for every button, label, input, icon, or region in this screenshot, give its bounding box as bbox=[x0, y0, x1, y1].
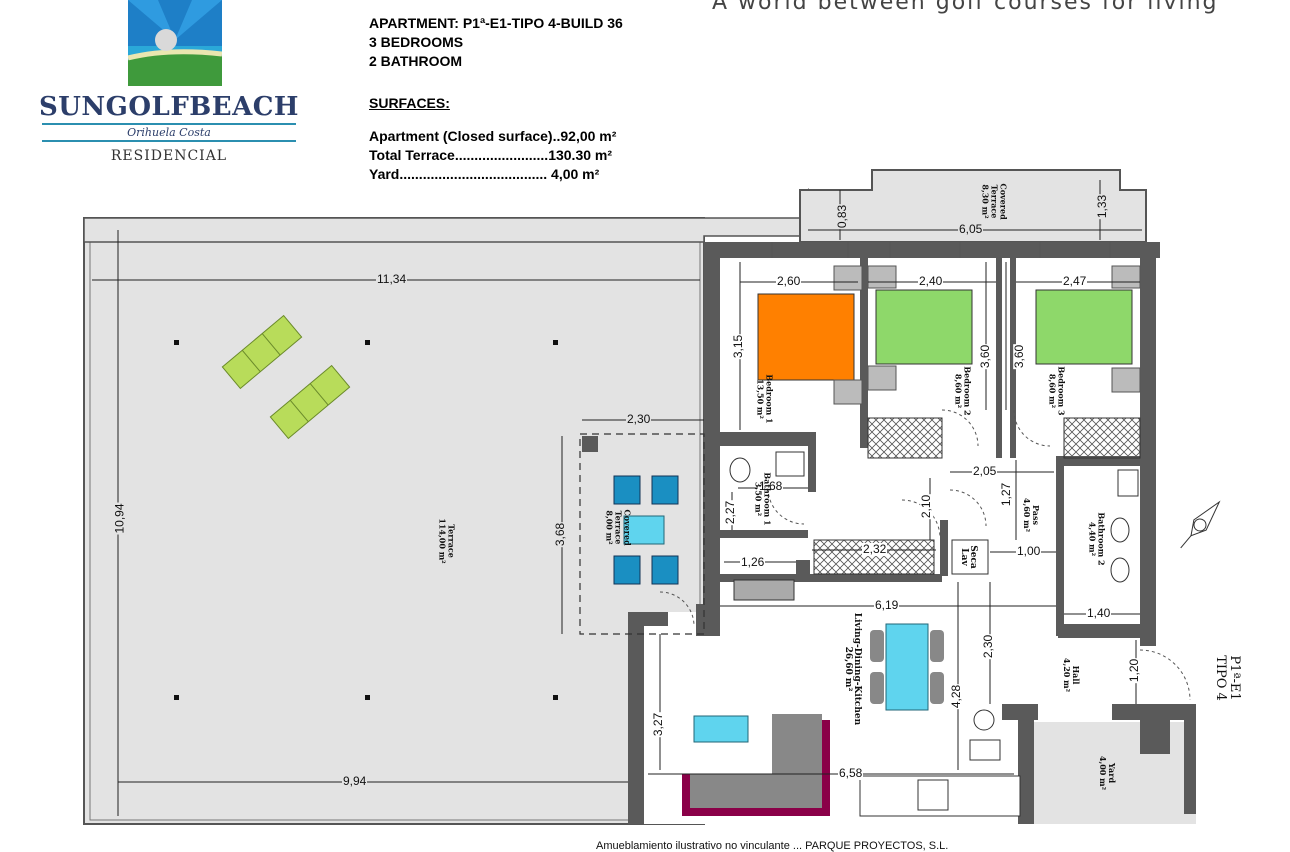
dim-entry-width: 1,20 bbox=[1127, 657, 1142, 684]
dim-b3-height: 3,60 bbox=[1012, 343, 1027, 370]
surface-apartment: Apartment (Closed surface)..92,00 m² bbox=[369, 128, 617, 144]
dim-terrace-width: 11,34 bbox=[376, 272, 408, 286]
brand-block: SUNGOLFBEACH Orihuela Costa RESIDENCIAL bbox=[38, 92, 300, 164]
dim-living-vertical: 4,28 bbox=[949, 683, 964, 710]
tagline: A world between golf courses for living bbox=[712, 0, 1219, 15]
dim-terrace-height: 10,94 bbox=[112, 502, 127, 535]
dim-bath1-height: 2,27 bbox=[723, 499, 738, 526]
dim-covered-width: 2,30 bbox=[626, 412, 652, 426]
dim-b2-width: 2,40 bbox=[918, 274, 944, 288]
dim-top-terrace-width: 6,05 bbox=[958, 222, 984, 236]
surfaces-block: SURFACES: Apartment (Closed surface)..92… bbox=[369, 94, 616, 184]
brand-logo bbox=[128, 0, 222, 86]
dim-pass-width: 2,05 bbox=[972, 464, 998, 478]
dim-b1-width: 2,60 bbox=[776, 274, 802, 288]
dim-pass-height: 2,10 bbox=[919, 493, 934, 520]
dim-wardrobe-width: 2,32 bbox=[862, 542, 888, 556]
dim-pass-right: 1,27 bbox=[999, 481, 1014, 508]
apartment-info: APARTMENT: P1ª-E1-TIPO 4-BUILD 36 3 BEDR… bbox=[369, 14, 623, 71]
brand-kind: RESIDENCIAL bbox=[110, 148, 228, 164]
dim-covered-height: 3,68 bbox=[553, 521, 568, 548]
apartment-title: APARTMENT: P1ª-E1-TIPO 4-BUILD 36 bbox=[369, 15, 623, 31]
dim-b2-height: 3,60 bbox=[978, 343, 993, 370]
dining-table bbox=[885, 623, 929, 711]
surface-yard: Yard....................................… bbox=[369, 166, 600, 182]
footer-note: Amueblamiento ilustrativo no vinculante … bbox=[596, 840, 949, 852]
dim-living-width: 6,19 bbox=[874, 598, 900, 612]
bed-single-3 bbox=[1035, 289, 1133, 365]
walls bbox=[628, 242, 1196, 824]
dim-bath1-width: 1,68 bbox=[758, 479, 784, 493]
dim-terrace-bottom: 9,94 bbox=[342, 774, 368, 788]
dim-living-height: 3,27 bbox=[651, 711, 666, 738]
brand-divider-2 bbox=[42, 140, 296, 142]
dim-closet-width: 1,26 bbox=[740, 555, 766, 569]
dim-b3-width: 2,47 bbox=[1062, 274, 1088, 288]
dim-hall-vertical: 2,30 bbox=[981, 633, 996, 660]
apartment-bedrooms: 3 BEDROOMS bbox=[369, 34, 464, 50]
covered-terrace bbox=[579, 433, 705, 635]
bed-master bbox=[757, 293, 855, 381]
dim-top-terrace-depth: 0,83 bbox=[835, 203, 850, 230]
dim-top-terrace-right: 1,33 bbox=[1095, 193, 1110, 220]
sun-loungers bbox=[221, 314, 351, 440]
dim-b1-height: 3,15 bbox=[731, 333, 746, 360]
dim-secal-width: 1,00 bbox=[1016, 544, 1042, 558]
north-arrow-icon bbox=[1180, 500, 1221, 549]
brand-divider bbox=[42, 123, 296, 125]
kitchen-island bbox=[688, 714, 822, 808]
apartment-bathrooms: 2 BATHROOM bbox=[369, 53, 463, 69]
surface-terrace: Total Terrace........................130… bbox=[369, 147, 613, 163]
dim-kitchen-width: 6,58 bbox=[838, 766, 864, 780]
bed-single-2 bbox=[875, 289, 973, 365]
brand-name: SUNGOLFBEACH bbox=[38, 92, 300, 122]
brand-subtitle: Orihuela Costa bbox=[127, 126, 211, 139]
dim-bath2-width: 1,40 bbox=[1086, 606, 1112, 620]
surfaces-heading: SURFACES: bbox=[369, 95, 450, 111]
